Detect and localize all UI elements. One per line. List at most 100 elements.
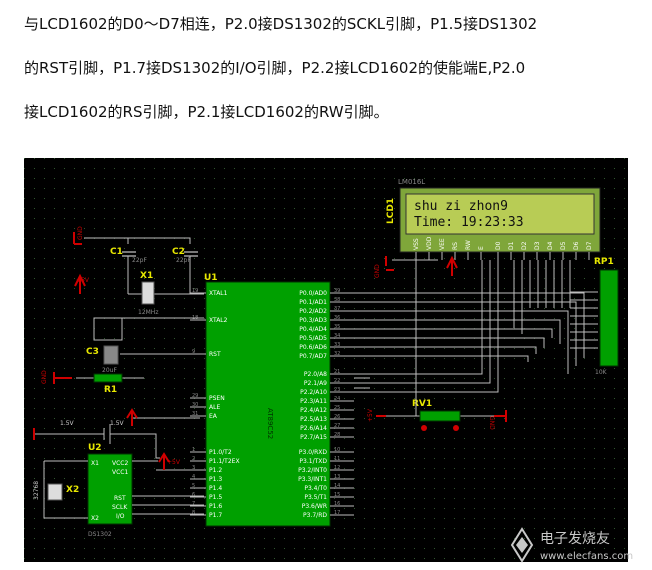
control-wires [354,377,370,389]
mcu-right-pin-number: 32 [334,351,340,357]
mcu-left-pin-number: 31 [192,411,198,417]
lcd-pin-label: D7 [586,241,593,250]
description-paragraph: 与LCD1602的D0～D7相连，P2.0接DS1302的SCKL引脚，P1.5… [24,2,644,134]
mcu-right-pin-label: P3.2/INT0 [298,467,327,474]
lcd-screen [405,193,595,235]
rv1-ref-label: RV1 [412,399,432,409]
reset-gnd-label: GND [41,370,48,384]
lcd-display: LM016L shu zi zhon9 Time: 19:23:33 LCD1 … [386,178,601,260]
mcu-right-pin-label: P3.1/TXD [299,458,327,465]
lcd-pin-label: RS [452,242,459,250]
mcu-right-pin-number: 10 [334,447,340,453]
rp1-resistor-pack: RP1 10K [594,257,619,376]
lcd-pin-label: D5 [560,241,567,250]
mcu-right-pin-label: P0.2/AD2 [299,308,327,315]
lcd-pin-label: D0 [495,241,502,250]
lcd-pin-label: RW [465,240,472,250]
mcu-part-label: AT89C52 [266,408,274,439]
rtc-wires [132,460,204,515]
mcu-left-pin-label: P1.5 [209,494,222,501]
lcd-gnd-label: GND [374,264,381,278]
mcu-left-pin-label: P1.2 [209,467,222,474]
rtc-pin-x1: X1 [91,460,99,467]
r1-ref-label: R1 [104,385,117,395]
paragraph-line-1: 与LCD1602的D0～D7相连，P2.0接DS1302的SCKL引脚，P1.5… [24,15,538,33]
battery-label-2: 1.5V [110,420,125,427]
battery-label-1: 1.5V [60,420,75,427]
lcd-pin-label: D4 [547,241,554,250]
rtc-pin-vcc1: VCC1 [112,469,128,476]
x1-ref-label: X1 [140,271,153,281]
reset-vcc-arrow [74,273,86,294]
mcu-right-pin-number: 21 [334,369,340,375]
c2-plates [184,251,198,257]
lcd-row-2: Time: 19:23:33 [414,215,524,230]
mcu-left-pin-number: 29 [192,393,198,399]
mcu-left-pin-number: 2 [192,456,195,462]
rp1-value: 10K [595,369,608,376]
mcu-body [205,281,331,527]
mcu-right-pin-label: P3.4/T0 [304,485,327,492]
mcu-right-pin-label: P2.7/A15 [300,434,327,441]
mcu-right-pin-number: 27 [334,423,340,429]
rv1-potentiometer: RV1 +5V GND [367,399,507,431]
lcd-part-label: LM016L [398,178,425,186]
battery-wires [34,424,160,459]
lcd-gnd-symbol [385,256,394,271]
mcu-left-pin-label: PSEN [209,395,225,402]
c2-ref-label: C2 [172,247,185,257]
mcu-right-pin-label: P2.2/A10 [300,389,327,396]
mcu-left-pin-number: 30 [192,402,198,408]
lcd-power: GND [374,255,458,416]
lcd-pin-label: D6 [573,241,580,250]
c3-body [103,345,119,365]
c2-value: 22pF [176,257,191,264]
r1-body [93,373,123,383]
rv1-body [419,410,461,422]
lcd-pin-label: D2 [521,241,528,250]
mcu-right-pin-number: 17 [334,510,340,516]
mcu-right-pin-label: P0.0/AD0 [299,290,327,297]
mcu-right-pin-number: 24 [334,396,340,402]
c1-value: 22pF [132,257,147,264]
mcu-right-pin-label: P0.7/AD7 [299,353,327,360]
mcu-left-pin-label: P1.1/T2EX [209,458,240,465]
mcu-left-pin-label: P1.4 [209,485,222,492]
mcu-right-pin-number: 22 [334,378,340,384]
c1-ref-label: C1 [110,247,123,257]
mcu-right-pin-number: 38 [334,297,340,303]
x1-body [141,281,155,305]
paragraph-line-3: 接LCD1602的RS引脚，P2.1接LCD1602的RW引脚。 [24,103,389,121]
mcu-right-pin-number: 16 [334,501,340,507]
mcu-right-pin-label: P3.5/T1 [304,494,327,501]
watermark: 电子发烧友 www.elecfans.com [510,527,633,563]
battery: 1.5V 1.5V [33,420,160,459]
mcu-right-pin-label: P0.5/AD5 [299,335,327,342]
paragraph-line-2: 的RST引脚，P1.7接DS1302的I/O引脚，P2.2接LCD1602的使能… [24,59,526,77]
ea-vcc [126,408,200,426]
lcd-pin-label: D3 [534,241,541,250]
mcu-right-pin-number: 23 [334,387,340,393]
x2-value: 32768 [33,481,40,500]
lcd-pin-label: VSS [413,238,420,250]
reset-gnd-symbol [53,372,72,384]
lcd-pin-label: VDD [426,236,433,250]
rv1-gnd-symbol [494,410,507,422]
mcu-left-pin-label: EA [209,413,218,420]
mcu-left-pin-number: 9 [192,349,195,355]
data-bus-wires [354,260,598,393]
mcu-right-pin-number: 25 [334,405,340,411]
mcu-right-pin-label: P3.6/WR [302,503,327,510]
mcu-right-pin-number: 15 [334,492,340,498]
c1-plates [122,251,136,257]
mcu-right-pin-number: 37 [334,306,340,312]
lcd-row-1: shu zi zhon9 [414,199,508,214]
x2-wires [43,460,88,519]
mcu-right-pin-number: 35 [334,324,340,330]
mcu-right-pin-number: 13 [334,474,340,480]
watermark-url: www.elecfans.com [540,551,633,562]
rtc-ref-label: U2 [88,443,102,453]
mcu-right-pin-number: 33 [334,342,340,348]
